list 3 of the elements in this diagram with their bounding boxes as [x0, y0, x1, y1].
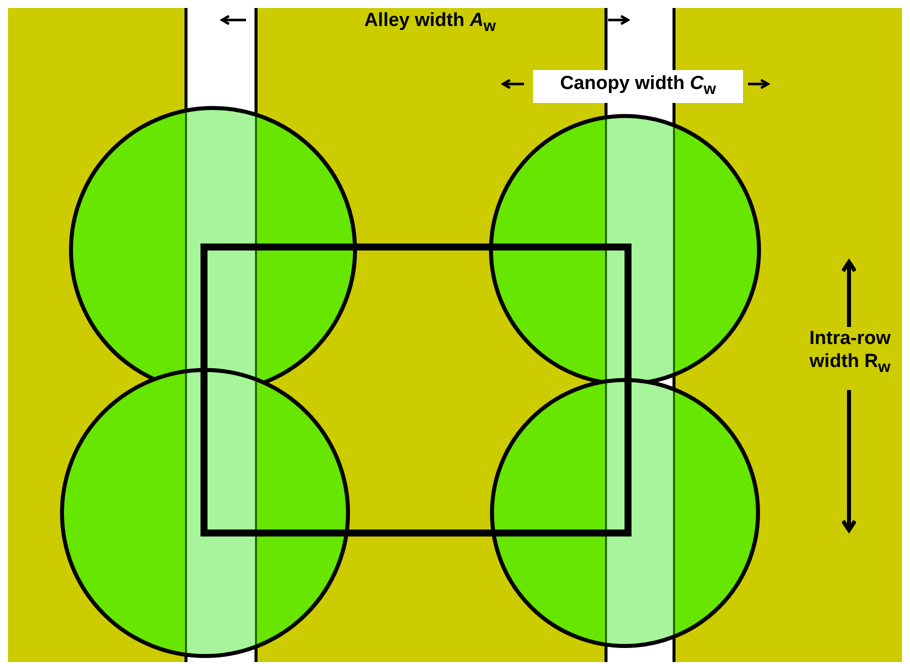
dimension-label: Intra-row width R$_{w}$	[808, 327, 892, 378]
dimension-label: Canopy width C$_{w}$	[533, 70, 743, 103]
dimension-label: Alley width A$_{w}$	[363, 9, 497, 37]
